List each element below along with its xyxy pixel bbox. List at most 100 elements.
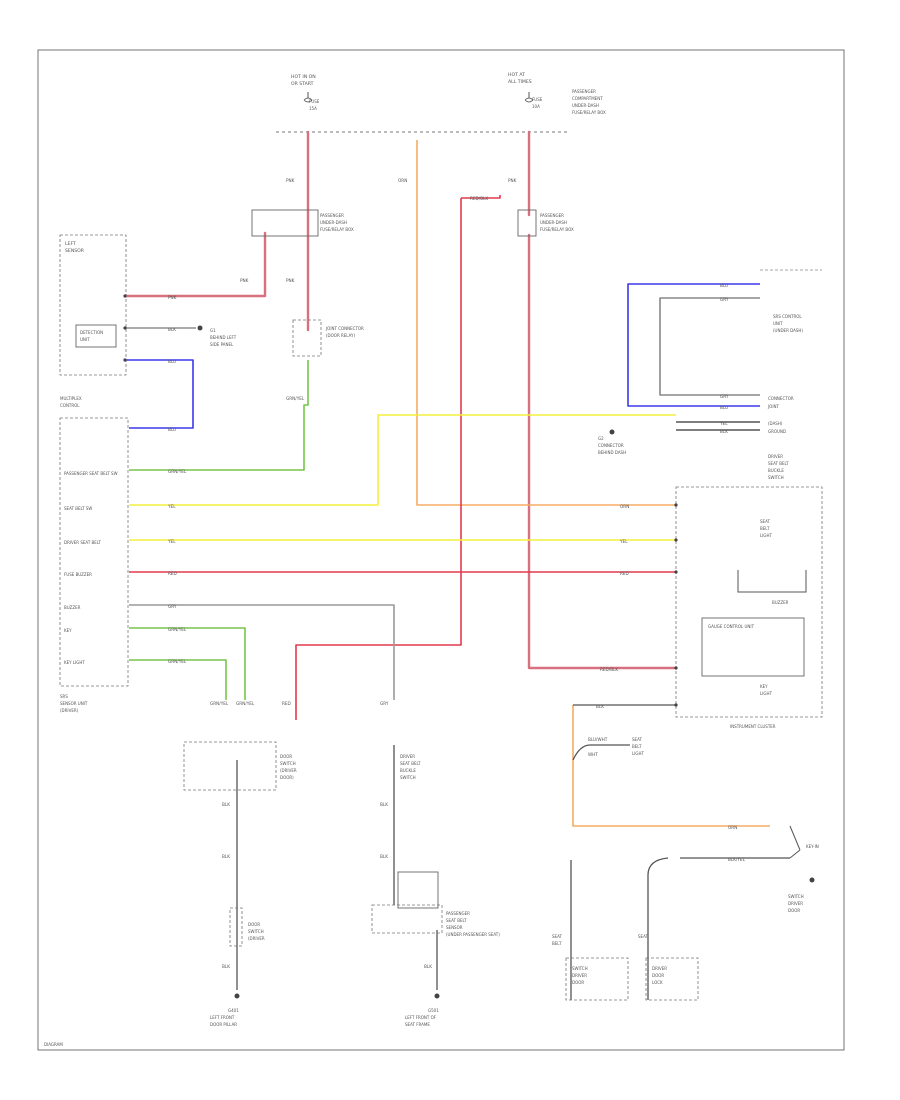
fuse-a-symbol — [303, 92, 313, 103]
diagram-label: JOINT — [767, 404, 780, 409]
diagram-label: CONTROL — [60, 403, 80, 408]
diagram-label: UNDER-DASH — [540, 220, 567, 225]
diagram-label: SWITCH — [788, 894, 804, 899]
junction-box-label: PASSENGER COMPARTMENT UNDER-DASH FUSE/RE… — [572, 89, 606, 115]
wire-label-blk-lower-3: BLK — [222, 964, 230, 969]
wire-label-yel-1: YEL — [167, 504, 176, 509]
wire-label-bluwht: BLU/WHT — [588, 737, 608, 742]
diagram-frame — [37, 49, 845, 1051]
diagram-label: BELT — [552, 941, 562, 946]
instrument-cluster: SEAT BELT LIGHT BUZZER GAUGE CONTROL UNI… — [675, 486, 823, 729]
diagram-label: COMPARTMENT — [572, 96, 603, 101]
wire-label-yel-3: YEL — [619, 539, 628, 544]
diagram-label: DRIVER — [400, 754, 415, 759]
wire-label-blkyel: BLK/YEL — [728, 857, 746, 862]
diagram-label: DOOR — [572, 980, 584, 985]
wire-label-blk-mid-3: BLK — [424, 964, 432, 969]
diagram-label: DOOR — [788, 908, 800, 913]
diagram-label: SEAT BELT — [400, 761, 421, 766]
wire-label-red-2: RED — [620, 571, 629, 576]
diagram-label: KEY LIGHT — [64, 660, 85, 665]
diagram-label: PASSENGER — [446, 911, 470, 916]
connector-dot — [674, 538, 678, 542]
diagram-label: SWITCH — [248, 929, 264, 934]
diagram-label: GROUND — [768, 429, 786, 434]
wire-label-blu-left: BLU — [168, 359, 176, 364]
diagram-label: FUSE/RELAY BOX — [320, 227, 354, 232]
wire-label-org-top: ORN — [398, 178, 407, 183]
diagram-label: PASSENGER SEAT BELT SW — [64, 471, 118, 476]
wire-blue-right-loop — [627, 283, 760, 407]
diagram-label: DETECTION — [80, 330, 103, 335]
lower-left-switch: DOOR SWITCH (DRIVER — [229, 907, 265, 947]
relay-box-top-right: PASSENGER UNDER-DASH FUSE/RELAY BOX — [517, 209, 574, 237]
diagram-label: SEAT — [760, 519, 770, 524]
diagram-label: DRIVER SEAT BELT — [64, 540, 102, 545]
belt-light-label: SEAT BELT LIGHT — [632, 737, 645, 756]
bottom-right-door-switch: SEAT DRIVER DOOR LOCK — [638, 934, 699, 1001]
diagram-label: SENSOR UNIT — [60, 701, 88, 706]
wire-label-redblk: RED/BLK — [600, 667, 618, 672]
wire-label-blk-right: BLK — [720, 429, 728, 434]
bottom-right-seat-switch: SEAT BELT SWITCH DRIVER DOOR — [552, 934, 629, 1001]
connector-dot — [674, 666, 678, 670]
fuse-b-symbol — [524, 92, 534, 103]
diagram-label: SEAT — [638, 934, 648, 939]
diagram-label: SWITCH — [400, 775, 416, 780]
connector-dot — [674, 570, 678, 574]
wire-label-redblk-top: RED/BLK — [470, 196, 488, 201]
diagram-label: G2 — [598, 436, 604, 441]
diagram-label: SENSOR — [446, 925, 463, 930]
wire-gray-right — [659, 297, 760, 396]
diagram-label: SEAT FRAME — [405, 1022, 430, 1027]
relay-box-top-left: PASSENGER UNDER-DASH FUSE/RELAY BOX — [251, 209, 354, 237]
connector-dot — [674, 503, 678, 507]
wire-label-pnk-top-r: PNK — [508, 178, 517, 183]
wire-blue-left-loop — [125, 359, 194, 429]
diagram-label: SIDE PANEL — [210, 342, 234, 347]
wire-label-pink-left: PNK — [168, 295, 177, 300]
diagram-label: SWITCH — [768, 475, 784, 480]
diagram-label: SEAT BELT SW — [64, 506, 92, 511]
wire-label-grn-door-2: GRN/YEL — [236, 701, 255, 706]
diagram-label: KEY-IN — [806, 844, 819, 849]
wire-label-org: ORN — [620, 504, 629, 509]
wire-label-blu-right-2: BLU — [720, 405, 728, 410]
wire-label-red-door: RED — [282, 701, 291, 706]
wire-red-loop — [295, 195, 501, 720]
joint-connector: JOINT CONNECTOR (DOOR RELAY) — [292, 319, 364, 357]
ground-left-bottom: G401 LEFT FRONT DOOR PILLAR — [210, 993, 240, 1027]
diagram-label: LIGHT — [760, 533, 773, 538]
wire-label-blk-left: BLK — [168, 327, 176, 332]
diagram-label: FUSE/RELAY BOX — [540, 227, 574, 232]
diagram-label: DOOR PILLAR — [210, 1022, 237, 1027]
wire-gray-buzzer — [129, 604, 395, 700]
diagram-label: (DRIVER — [248, 936, 265, 941]
wire-orange-main — [416, 140, 676, 506]
srs-control-unit: SRS CONTROL UNIT (UNDER DASH) — [760, 269, 822, 333]
wire-label-grn-2: GRN/YEL — [168, 627, 187, 632]
seat-sensor-label: DRIVER SEAT BELT BUCKLE SWITCH — [768, 454, 789, 480]
buzzer-control-box: DRIVER SEAT BELT BUCKLE SWITCH — [400, 754, 421, 780]
diagram-label: FUSE — [532, 97, 543, 102]
diagram-label: ALL TIMES — [508, 79, 532, 85]
diagram-label: SWITCH — [572, 966, 588, 971]
diagram-label: DOOR) — [280, 775, 294, 780]
wire-green-upper — [129, 360, 309, 471]
wire-label-blk-mid-2: BLK — [380, 854, 388, 859]
diagram-label: (DASH) — [768, 421, 783, 426]
diagram-label: UNIT — [80, 337, 90, 342]
wire-black-bottom-right — [572, 704, 676, 761]
diagram-label: (UNDER PASSENGER SEAT) — [446, 932, 500, 937]
connector-dot — [123, 326, 127, 330]
diagram-label: UNIT — [773, 321, 783, 326]
diagram-label: PASSENGER — [572, 89, 596, 94]
diagram-label: UNDER-DASH — [572, 103, 599, 108]
wire-yellow-top — [129, 414, 676, 506]
wire-label-pnk-top: PNK — [286, 178, 295, 183]
diagram-label: BUCKLE — [400, 768, 416, 773]
diagram-label: SENSOR — [65, 248, 85, 254]
diagram-label: LOCK — [652, 980, 663, 985]
diagram-label: (DOOR RELAY) — [326, 333, 355, 338]
